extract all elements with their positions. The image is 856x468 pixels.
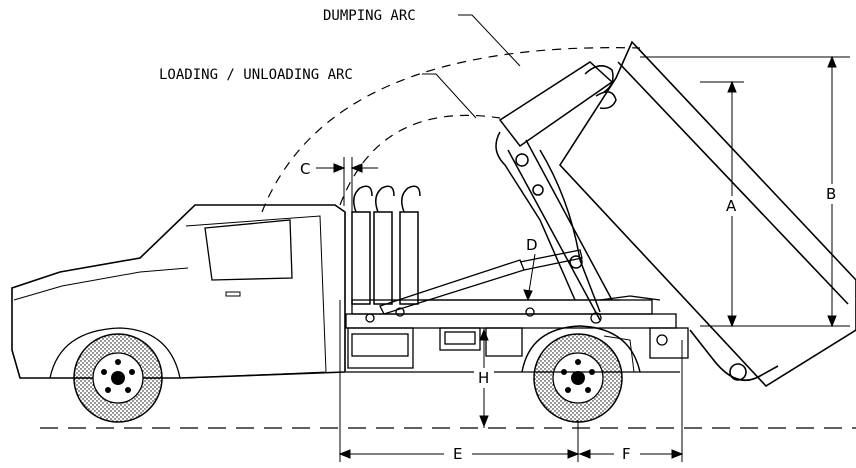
front-fender xyxy=(49,327,181,379)
loading-arc-leader xyxy=(422,73,477,119)
dimension-e-label: E xyxy=(453,445,462,463)
dumping-arc-leader xyxy=(458,14,521,67)
dimension-c-label: C xyxy=(300,160,310,178)
loading-arc xyxy=(339,114,501,206)
dimension-f xyxy=(578,340,684,462)
dumping-arc-label: DUMPING ARC xyxy=(323,8,416,24)
raised-lift-arm xyxy=(495,61,617,321)
dimension-c xyxy=(316,157,378,212)
hoist-cylinder xyxy=(379,249,583,315)
dimension-d-label: D xyxy=(526,236,538,254)
dimension-a-label: A xyxy=(726,197,737,215)
dimension-d xyxy=(523,253,536,302)
hoist-subframe xyxy=(345,295,689,373)
dimension-b-label: B xyxy=(826,185,836,203)
dimension-e xyxy=(338,300,580,462)
rear-mudflap xyxy=(603,335,635,373)
front-wheel xyxy=(73,333,163,423)
dimension-h-label: H xyxy=(478,369,489,387)
cab-window xyxy=(204,219,293,281)
rear-fender xyxy=(521,325,641,373)
door-handle xyxy=(225,291,241,297)
dumped-container xyxy=(558,40,856,388)
loading-arc-label: LOADING / UNLOADING ARC xyxy=(159,67,353,83)
dimension-f-label: F xyxy=(622,445,631,463)
dumping-arc xyxy=(261,47,641,213)
rear-wheel xyxy=(533,333,623,423)
hook-arm-positions xyxy=(351,185,421,305)
cab-door xyxy=(185,215,327,379)
truck-hood-line xyxy=(13,267,189,301)
